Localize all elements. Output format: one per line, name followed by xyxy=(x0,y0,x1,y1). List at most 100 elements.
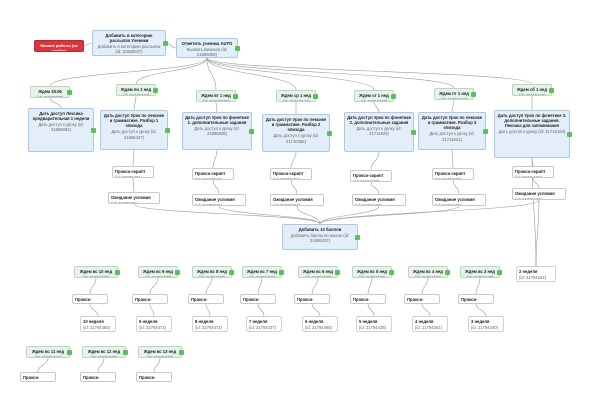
node-px2[interactable]: Прокси-скрипт(id: 21686510) xyxy=(192,168,234,180)
node-subtitle: (id: 21711630) xyxy=(353,178,380,182)
output-port-icon[interactable] xyxy=(67,349,72,355)
node-wk4[interactable]: 4 неделя(id: 21794251) xyxy=(412,316,448,332)
output-port-icon[interactable] xyxy=(175,269,180,275)
output-port-icon[interactable] xyxy=(327,130,332,136)
output-port-icon[interactable] xyxy=(389,269,394,275)
node-w_mon1[interactable]: Ждем пн 1 нед(id: 21686424) xyxy=(116,84,156,96)
node-w_sun7[interactable]: Ждем вс 7 нед(id: 21794481) xyxy=(242,266,282,278)
output-port-icon[interactable] xyxy=(391,93,396,99)
node-wk8[interactable]: 8 неделя(id: 21794472) xyxy=(192,316,228,332)
node-w_sun5[interactable]: Ждем вс 5 нед(id: 21794483) xyxy=(352,266,392,278)
output-port-icon[interactable] xyxy=(91,127,96,133)
node-bp3[interactable]: Прокси-скрипт xyxy=(458,294,494,304)
output-port-icon[interactable] xyxy=(471,91,476,97)
output-port-icon[interactable] xyxy=(355,234,360,240)
node-c2[interactable]: Ожидание условия(id: 21686515) xyxy=(192,194,246,206)
node-wk10[interactable]: 10 неделя(id: 21794480) xyxy=(80,316,116,332)
node-w_sat1[interactable]: Ждем сб 1 нед(id: 21715147) xyxy=(512,84,552,96)
output-port-icon[interactable] xyxy=(483,128,488,134)
output-port-icon[interactable] xyxy=(549,87,554,93)
output-port-icon[interactable] xyxy=(313,93,318,99)
output-port-icon[interactable] xyxy=(67,89,72,95)
node-a_phon3[interactable]: Дать доступ Урок по фонетике 3. дополнит… xyxy=(494,110,570,158)
node-c6[interactable]: Ожидание условия(id: 21715166) xyxy=(512,188,566,200)
node-a_lex3[interactable]: Дать доступ Урок по лексике и грамматике… xyxy=(418,112,486,150)
output-port-icon[interactable] xyxy=(497,269,502,275)
output-port-icon[interactable] xyxy=(123,349,128,355)
node-px4[interactable]: Прокси-скрипт(id: 21711630) xyxy=(350,170,392,182)
node-bp9[interactable]: Прокси-скрипт xyxy=(132,294,168,304)
node-wk9[interactable]: 9 неделя(id: 21794473) xyxy=(136,316,172,332)
output-port-icon[interactable] xyxy=(235,45,240,51)
node-w_fri1[interactable]: Ждем пт 1 нед(id: 21718464) xyxy=(434,88,474,100)
output-port-icon[interactable] xyxy=(567,131,572,137)
node-wk7[interactable]: 7 неделя(id: 21794437) xyxy=(246,316,282,332)
output-port-icon[interactable] xyxy=(115,269,120,275)
node-w2506[interactable]: Ждем 25.06(id: 21686285) xyxy=(30,86,70,98)
output-port-icon[interactable] xyxy=(179,349,184,355)
node-a_lex1[interactable]: Дать доступ Урок по лексике и грамматике… xyxy=(100,110,168,150)
node-w_sun3[interactable]: Ждем вс 3 нед(id: 21794240) xyxy=(460,266,500,278)
edge-a_phon2-px4 xyxy=(370,151,380,171)
edge-bp7-wk7 xyxy=(257,303,265,317)
node-a_intro[interactable]: Дать доступ Лексика предварительная 1 не… xyxy=(28,108,94,152)
node-w_sun13[interactable]: Ждем вс 13 нед(id: 21801868) xyxy=(138,346,182,358)
node-c1[interactable]: Ожидание условия(id: 21686436) xyxy=(108,192,160,204)
node-bp13[interactable]: Прокси-скрипт xyxy=(136,372,172,382)
output-port-icon[interactable] xyxy=(335,269,340,275)
node-w_tue1[interactable]: Ждем вт 1 нед(id: 21686501) xyxy=(196,90,236,102)
node-c3[interactable]: Ожидание условия(id: 21710464) xyxy=(270,194,324,206)
node-px3[interactable]: Прокси-скрипт(id: 21710461) xyxy=(270,168,312,180)
node-c4[interactable]: Ожидание условия(id: 21711633) xyxy=(352,194,406,206)
node-w_sun9[interactable]: Ждем вс 9 нед(id: 21794479) xyxy=(138,266,178,278)
output-port-icon[interactable] xyxy=(279,269,284,275)
output-port-icon[interactable] xyxy=(229,269,234,275)
node-title: 7 неделя xyxy=(249,318,268,324)
node-w_sun10[interactable]: Ждем вс 10 нед(id: 21794478) xyxy=(74,266,118,278)
node-w_wed1[interactable]: Ждем ср 1 нед(id: 21710644) xyxy=(276,90,316,102)
node-bp10[interactable]: Прокси-скрипт xyxy=(72,294,108,304)
output-port-icon[interactable] xyxy=(233,93,238,99)
output-port-icon[interactable] xyxy=(249,128,254,134)
output-port-icon[interactable] xyxy=(411,129,416,135)
node-title: Ждем пн 1 нед xyxy=(120,86,152,92)
node-wk2[interactable]: 2 неделя(id: 21794242) xyxy=(516,266,556,282)
node-bp4[interactable]: Прокси-скрипт xyxy=(404,294,440,304)
node-px6[interactable]: Прокси-скрипт(id: 21715165) xyxy=(512,166,554,178)
node-px5[interactable]: Прокси-скрипт(id: 21711632) xyxy=(432,168,474,180)
node-subtitle: (id: 21794242) xyxy=(519,274,547,280)
node-wk3[interactable]: 3 неделя(id: 21794240) xyxy=(468,316,504,332)
node-wk6[interactable]: 6 неделя(id: 21794465) xyxy=(302,316,338,332)
node-bp5[interactable]: Прокси-скрипт xyxy=(350,294,386,304)
output-port-icon[interactable] xyxy=(165,127,170,133)
node-bp6[interactable]: Прокси-скрипт xyxy=(294,294,330,304)
node-bp7[interactable]: Прокси-скрипт xyxy=(240,294,276,304)
node-bp12[interactable]: Прокси-скрипт xyxy=(80,372,116,382)
node-w_sun6[interactable]: Ждем вс 6 нед(id: 21794482) xyxy=(298,266,338,278)
node-a_lex2[interactable]: Дать доступ Урок по лексике и грамматике… xyxy=(262,114,330,152)
node-px1[interactable]: Прокси-скрипт(id: 21686431) xyxy=(112,166,154,178)
output-port-icon[interactable] xyxy=(153,87,158,93)
node-w_sun12[interactable]: Ждем вс 12 нед(id: 21801888) xyxy=(82,346,126,358)
node-bp11[interactable]: Прокси-скрипт xyxy=(20,372,56,382)
node-w_sun11[interactable]: Ждем вс 11 нед(id: 21801744) xyxy=(26,346,70,358)
node-w_thu1[interactable]: Ждем чт 1 нед(id: 21710460) xyxy=(354,90,394,102)
output-port-icon[interactable] xyxy=(163,40,168,46)
edge-mark_auto-w_tue1 xyxy=(206,57,217,91)
output-port-icon[interactable] xyxy=(445,269,450,275)
node-title: 6 неделя xyxy=(305,318,324,324)
node-a_phon2[interactable]: Дать доступ Урок по фонетике 2. дополнит… xyxy=(344,112,414,152)
node-w_sun8[interactable]: Ждем вс 8 нед(id: 21794480) xyxy=(192,266,232,278)
node-bp8[interactable]: Прокси-скрипт xyxy=(188,294,224,304)
node-title: Ждем 25.06 xyxy=(38,88,62,94)
node-a_phon1[interactable]: Дать доступ Урок по фонетике 1. дополнит… xyxy=(182,112,252,150)
node-start[interactable]: Начало работы (из скобок) xyxy=(34,40,84,52)
node-w_sun4[interactable]: Ждем вс 4 нед(id: 21794484) xyxy=(408,266,448,278)
node-c5[interactable]: Ожидание условия(id: 21711635) xyxy=(432,194,486,206)
node-wk5[interactable]: 5 неделя(id: 21794428) xyxy=(356,316,392,332)
